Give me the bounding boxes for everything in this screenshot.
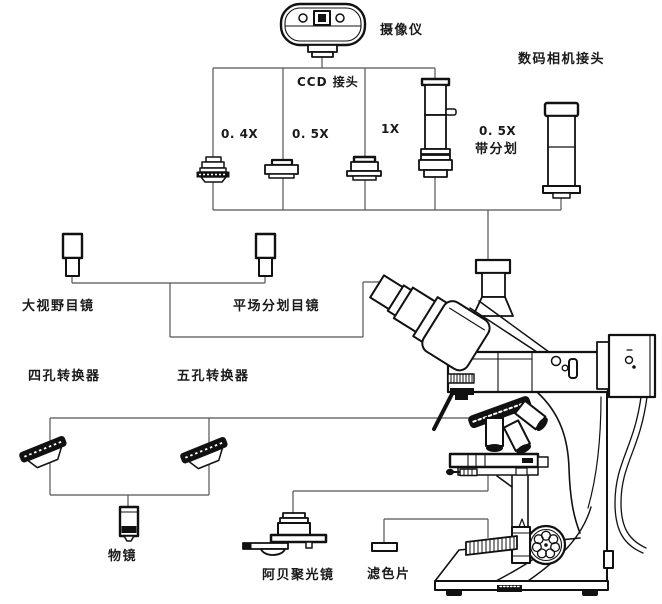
camera-icon (279, 2, 367, 58)
stage (446, 452, 549, 488)
label-digital-camera-adapter: 数码相机接头 (518, 52, 606, 67)
label-five-hole-nosepiece: 五孔转换器 (177, 369, 250, 384)
label-four-hole-nosepiece: 四孔转换器 (28, 369, 101, 384)
label-ccd-adapter: CCD 接头 (297, 75, 359, 89)
five-hole-nosepiece-icon (180, 436, 228, 470)
photo-tube (472, 258, 514, 317)
label-plan-reticle-eyepiece: 平场分划目镜 (233, 299, 321, 314)
label-abbe-condenser: 阿贝聚光镜 (262, 568, 335, 583)
label-filter: 滤色片 (367, 567, 411, 582)
illuminator-arm (446, 350, 610, 400)
label-camera: 摄像仪 (380, 23, 424, 38)
widefield-eyepiece-icon (61, 232, 84, 277)
head-struts (469, 300, 550, 353)
ccd-adapter-04x-icon (196, 156, 230, 183)
focus-assembly (511, 475, 567, 566)
filter-icon (371, 542, 398, 552)
objectives (485, 399, 548, 454)
objective-icon (118, 505, 140, 542)
arm-wedge (432, 392, 454, 431)
microscope-illustration (369, 258, 657, 596)
power-cord (614, 396, 648, 554)
binocular-head (369, 274, 491, 372)
abbe-condenser-icon (242, 512, 328, 556)
label-objective: 物镜 (108, 549, 138, 564)
label-widefield-eyepiece: 大视野目镜 (22, 299, 95, 314)
power-switch (603, 550, 614, 569)
label-adapter-05x-reticle-2: 带分划 (475, 142, 519, 157)
label-adapter-1x: 1X (381, 122, 400, 136)
adapter-05x-reticle-icon (418, 77, 457, 178)
lamp-house (596, 333, 657, 399)
digital-camera-adapter-icon (542, 101, 581, 199)
collector-ring (465, 535, 518, 556)
label-adapter-05x-reticle-1: 0. 5X (479, 124, 517, 138)
ccd-adapter-1x-icon (346, 155, 382, 181)
four-hole-nosepiece-icon (19, 435, 67, 469)
plan-reticle-eyepiece-icon (254, 232, 277, 277)
label-adapter-05x: 0. 5X (292, 127, 330, 141)
ccd-adapter-05x-icon (264, 158, 299, 179)
microscope-stand (536, 391, 608, 582)
label-adapter-04x: 0. 4X (221, 127, 259, 141)
